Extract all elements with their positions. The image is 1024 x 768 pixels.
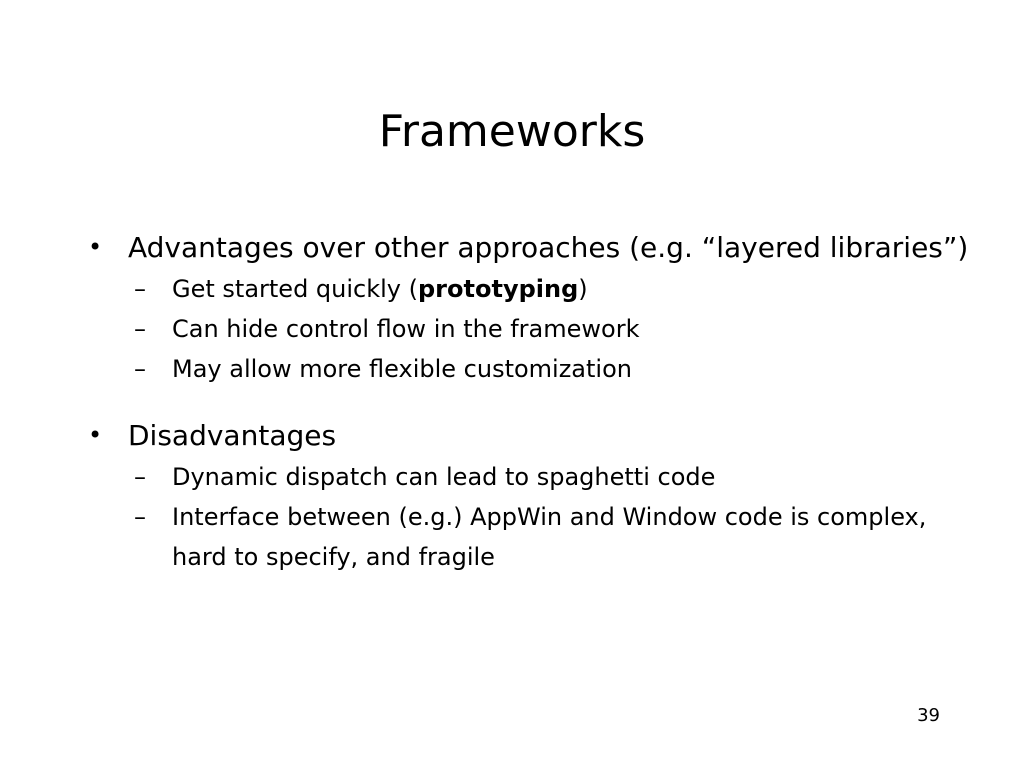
spacer (90, 389, 970, 414)
sub-bullet-bold-term: prototyping (418, 275, 579, 303)
sub-bullet-text: Dynamic dispatch can lead to spaghetti c… (172, 463, 716, 491)
bullet-advantages-text: Advantages over other approaches (e.g. “… (128, 231, 969, 264)
sub-bullet-text-start: Get started quickly ( (172, 275, 418, 303)
page-number: 39 (917, 705, 940, 726)
slide-title: Frameworks (378, 106, 646, 157)
sub-bullet-dynamic-dispatch: – Dynamic dispatch can lead to spaghetti… (90, 457, 970, 497)
dash-icon: – (134, 503, 146, 531)
bullet-dot-icon: • (88, 233, 103, 261)
sub-bullet-text: May allow more flexible customization (172, 355, 632, 383)
bullet-dot-icon: • (88, 421, 103, 449)
sub-bullet-get-started: – Get started quickly (prototyping) (90, 269, 970, 309)
bullet-advantages: • Advantages over other approaches (e.g.… (88, 226, 970, 269)
bullet-disadvantages-text: Disadvantages (128, 419, 337, 452)
sub-bullet-customization: – May allow more flexible customization (90, 349, 970, 389)
sub-bullet-text-end: ) (578, 275, 588, 303)
dash-icon: – (134, 463, 146, 491)
sub-bullet-hide-control-flow: – Can hide control flow in the framework (90, 309, 970, 349)
slide-content: • Advantages over other approaches (e.g.… (88, 226, 970, 577)
sub-bullet-text: Can hide control flow in the framework (172, 315, 640, 343)
bullet-disadvantages: • Disadvantages (88, 414, 970, 457)
dash-icon: – (134, 355, 146, 383)
sub-bullet-interface: – Interface between (e.g.) AppWin and Wi… (90, 497, 970, 577)
sub-bullet-text: Interface between (e.g.) AppWin and Wind… (172, 503, 927, 571)
dash-icon: – (134, 275, 146, 303)
dash-icon: – (134, 315, 146, 343)
